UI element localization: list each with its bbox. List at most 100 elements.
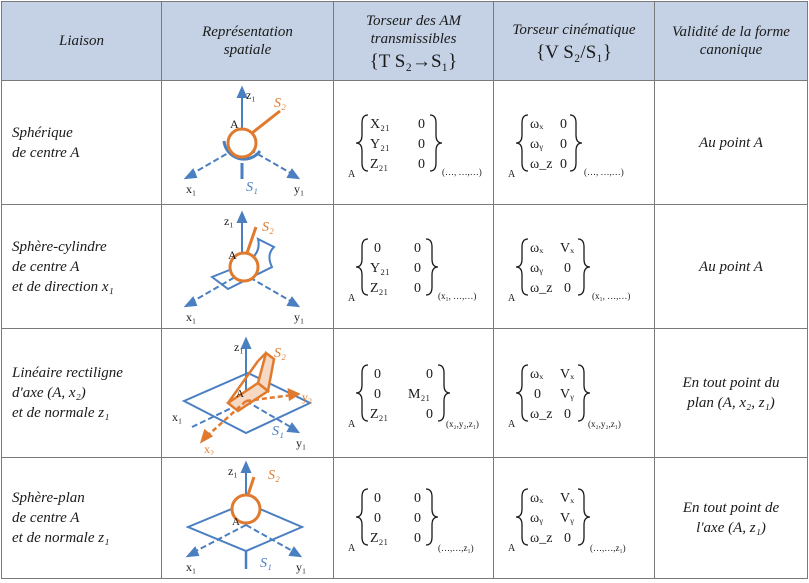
liaison-name: Sphère-plan de centre A et de normale z₁	[1, 457, 162, 579]
cell-r2c2: Vᵧ	[560, 511, 574, 526]
x1-axis	[191, 524, 247, 554]
cell-r2c2: M₂₁	[408, 387, 430, 402]
left-brace	[355, 113, 369, 172]
cell-r2c2: Vᵧ	[560, 387, 574, 402]
s1-label: S₁	[272, 424, 284, 439]
torseur-point: A	[348, 543, 356, 554]
point-a-label: A	[232, 516, 240, 528]
sphere-shape	[228, 251, 260, 282]
s2-rod	[246, 476, 256, 496]
y1-label: y₁	[296, 436, 306, 450]
z1-label: z₁	[228, 464, 238, 478]
liaison-name: Linéaire rectiligne d'axe (A, x₂) et de …	[1, 328, 162, 458]
s2-label: S₂	[268, 468, 280, 483]
cell-r1c2: 0	[418, 117, 425, 132]
cell-r3c1: ω_z	[530, 157, 552, 172]
sphere-shape	[230, 493, 262, 525]
torseur-basis: (x₁, …,…)	[592, 291, 630, 301]
s2-rod	[245, 226, 258, 253]
z1-label: z₁	[234, 340, 244, 354]
torseur-cin-matrix: ωₓ Vₓ ωᵧ Vᵧ ω_z 0 A (…,…,z₁)	[508, 488, 626, 554]
torseur-cin-cell: ωₓ Vₓ ωᵧ Vᵧ ω_z 0 A (…,…,z₁)	[493, 457, 655, 579]
cell-r1c2: 0	[426, 367, 433, 382]
x1-label: x₁	[186, 560, 196, 574]
y1-arrow-icon	[286, 295, 301, 307]
cell-r1c2: Vₓ	[560, 367, 575, 382]
prism-edge	[226, 360, 260, 404]
header-torseur-am: Torseur des AM transmissibles {T S₂→S₁}	[333, 1, 494, 81]
torseur-am-matrix: 0 0 0 M₂₁ Z₂₁ 0 A (x₂,y₂,z₁)	[348, 364, 479, 430]
cell-r2c2: 0	[414, 261, 421, 276]
cell-r1c1: 0	[374, 491, 381, 506]
validity-cell: En tout point de l'axe (A, z₁)	[654, 457, 808, 579]
cell-r1c2: 0	[414, 491, 421, 506]
cell-r3c1: ω_z	[530, 531, 552, 546]
torseur-cin-matrix: ωₓ Vₓ ωᵧ 0 ω_z 0 A (x₁, …,…)	[508, 237, 630, 304]
row-sphere-plan: Sphère-plan de centre A et de normale z₁	[1, 457, 808, 579]
header-validite: Validité de la forme canonique	[654, 1, 808, 81]
cell-r1c1: ωₓ	[530, 241, 544, 256]
socket-shape	[222, 140, 262, 161]
prism-side	[256, 350, 276, 394]
header-representation: Représentation spatiale	[161, 1, 334, 81]
x1-label: x₁	[186, 310, 196, 324]
torseur-basis: (x₂,y₂,z₁)	[588, 419, 621, 429]
row-lineaire-rectiligne: Linéaire rectiligne d'axe (A, x₂) et de …	[1, 328, 808, 458]
s2-label: S₂	[274, 346, 286, 361]
prism-top	[257, 352, 267, 362]
right-brace	[425, 237, 439, 296]
torseur-cin-matrix: ωₓ 0 ωᵧ 0 ω_z 0 A (…, …,…)	[508, 113, 624, 180]
torseur-point: A	[508, 419, 516, 430]
cell-r2c1: ωᵧ	[530, 137, 543, 152]
s1-label: S₁	[260, 556, 272, 571]
cell-r1c1: ωₓ	[530, 117, 544, 132]
z1-arrow-icon	[236, 210, 248, 223]
header-row: Liaison Représentation spatiale Torseur …	[1, 1, 808, 81]
z1-label: z₁	[224, 214, 234, 228]
cell-r3c2: 0	[564, 407, 571, 422]
figure-sphere-plan: A z₁ x₁ y₁ S₂ S₁	[161, 457, 334, 579]
torseur-am-cell: 0 0 0 0 Z₂₁ 0 A (…,…,z₁)	[333, 457, 494, 579]
s2-label: S₂	[262, 220, 274, 235]
validity-cell: Au point A	[654, 80, 808, 205]
z1-arrow-icon	[240, 336, 252, 349]
y1-label: y₁	[296, 560, 306, 574]
torseur-basis: (…, …,…)	[442, 167, 482, 177]
cell-r1c1: 0	[374, 367, 381, 382]
cell-r1c2: 0	[560, 117, 567, 132]
torseur-point: A	[508, 543, 516, 554]
point-a-label: A	[230, 117, 239, 131]
torseur-am-matrix: 0 0 Y₂₁ 0 Z₂₁ 0 A (x₁, …,…)	[348, 237, 476, 304]
cell-r3c1: Z₂₁	[370, 531, 388, 546]
cell-r2c1: ωᵧ	[530, 511, 543, 526]
spherique-figure: A z₁ x₁ y₁ S₂ S₁	[183, 85, 304, 196]
torseur-basis: (…, …,…)	[584, 167, 624, 177]
sphere-cylindre-figure: A z₁ x₁ y₁ S₂	[183, 210, 304, 324]
torseur-basis: (x₂,y₂,z₁)	[446, 419, 479, 429]
right-brace	[569, 113, 583, 172]
cell-r2c2: 0	[564, 261, 571, 276]
torseur-point: A	[348, 293, 356, 304]
y1-label: y₁	[294, 310, 304, 324]
left-brace	[515, 488, 529, 546]
point-a-label: A	[236, 388, 244, 400]
figure-lineaire-rectiligne: z₁ A x₁ y₁ x₂ y₂ S₂ S₁	[161, 328, 334, 458]
cell-r3c1: ω_z	[530, 407, 552, 422]
torseur-am-cell: X₂₁ 0 Y₂₁ 0 Z₂₁ 0 A (…, …,…)	[333, 80, 494, 205]
cell-r3c1: Z₂₁	[370, 407, 388, 422]
right-brace	[437, 364, 451, 422]
cell-r2c2: 0	[414, 511, 421, 526]
torseur-basis: (x₁, …,…)	[438, 291, 476, 301]
left-brace	[515, 364, 529, 422]
left-brace	[355, 237, 369, 296]
y1-arrow-icon	[286, 422, 301, 434]
z1-arrow-icon	[236, 85, 248, 98]
point-a-label: A	[228, 248, 237, 262]
y1-arrow-icon	[286, 167, 301, 179]
x1-label: x₁	[172, 410, 182, 424]
right-brace	[429, 113, 443, 172]
x2-axis	[205, 400, 247, 438]
x2-arrow-icon	[199, 428, 214, 444]
cell-r1c2: Vₓ	[560, 241, 575, 256]
